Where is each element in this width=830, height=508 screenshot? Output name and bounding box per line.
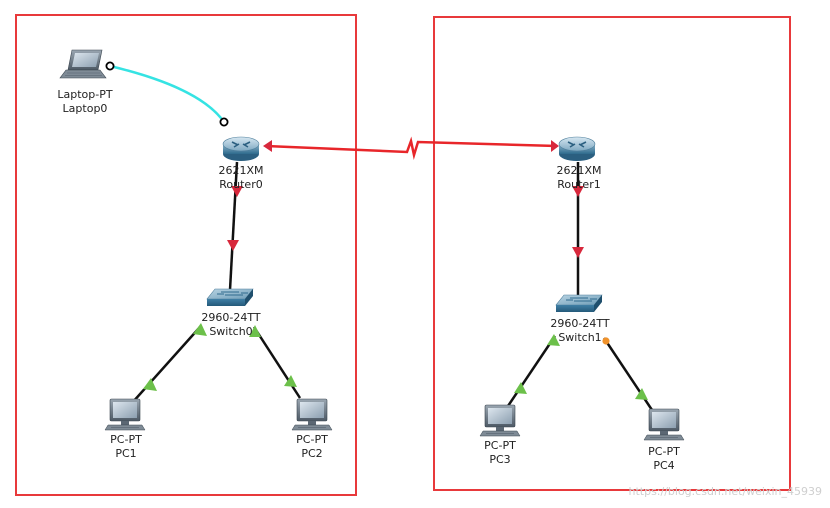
status-pc1-up (143, 378, 157, 391)
pc-icon (643, 408, 685, 441)
pc3-model-label: PC-PT (484, 439, 516, 452)
switch0-device[interactable]: 2960-24TT Switch0 (201, 288, 261, 338)
router0-model-label: 2621XM (218, 164, 263, 177)
serial-link-router0-router1[interactable] (265, 136, 558, 160)
laptop-icon (59, 49, 107, 79)
pc4-name-label: PC4 (653, 459, 674, 472)
status-switch1-pc4-blocking (602, 337, 610, 345)
status-pc2-up (284, 375, 297, 387)
link-router0-switch0[interactable] (228, 161, 239, 291)
status-router1-port-down (572, 186, 584, 197)
switch1-name-label: Switch1 (558, 331, 601, 344)
status-switch1-port-down (572, 247, 584, 258)
pc-icon (291, 398, 333, 431)
router0-device[interactable]: 2621XM Router0 (218, 136, 264, 191)
pc-icon (104, 398, 146, 431)
status-switch0-pc1-up (193, 323, 207, 336)
switch0-model-label: 2960-24TT (201, 311, 260, 324)
status-pc4-up (635, 388, 648, 400)
pc4-device[interactable]: PC-PT PC4 (643, 408, 685, 472)
switch-icon (555, 294, 603, 313)
router0-name-label: Router0 (219, 178, 262, 191)
switch1-model-label: 2960-24TT (550, 317, 609, 330)
pc1-model-label: PC-PT (110, 433, 142, 446)
pc-icon (479, 404, 521, 437)
link-switch0-pc2[interactable] (252, 326, 302, 399)
console-end-router (219, 117, 229, 127)
console-link-laptop0-router0[interactable] (109, 64, 226, 123)
switch1-device[interactable]: 2960-24TT Switch1 (550, 294, 610, 344)
router-icon (222, 136, 260, 162)
link-switch0-pc1[interactable] (131, 326, 201, 404)
watermark-text: https://blog.csdn.net/weixin_45939 (628, 485, 822, 498)
link-switch1-pc3[interactable] (506, 335, 557, 407)
switch-icon (206, 288, 254, 307)
laptop0-name-label: Laptop0 (63, 102, 108, 115)
router1-device[interactable]: 2621XM Router1 (556, 136, 602, 191)
pc3-name-label: PC3 (489, 453, 510, 466)
pc3-device[interactable]: PC-PT PC3 (479, 404, 521, 466)
switch0-name-label: Switch0 (209, 325, 252, 338)
status-pc3-up (514, 382, 527, 394)
left-area-frame (15, 14, 357, 496)
laptop0-device[interactable]: Laptop-PT Laptop0 (57, 49, 113, 115)
status-switch1-pc3-up (547, 334, 560, 346)
console-end-laptop (105, 61, 115, 71)
pc2-name-label: PC2 (301, 447, 322, 460)
pc2-model-label: PC-PT (296, 433, 328, 446)
status-switch0-pc2-up (249, 325, 261, 337)
status-switch0-port-down (227, 240, 239, 251)
status-serial-router1-end (551, 140, 559, 152)
router-icon (558, 136, 596, 162)
laptop0-model-label: Laptop-PT (57, 88, 112, 101)
right-area-frame (433, 16, 791, 491)
router1-model-label: 2621XM (556, 164, 601, 177)
router1-name-label: Router1 (557, 178, 600, 191)
pc1-name-label: PC1 (115, 447, 136, 460)
status-router0-port-down (231, 186, 243, 197)
status-serial-router0-end (263, 140, 272, 152)
pc2-device[interactable]: PC-PT PC2 (291, 398, 333, 460)
pc1-device[interactable]: PC-PT PC1 (104, 398, 146, 460)
pc4-model-label: PC-PT (648, 445, 680, 458)
